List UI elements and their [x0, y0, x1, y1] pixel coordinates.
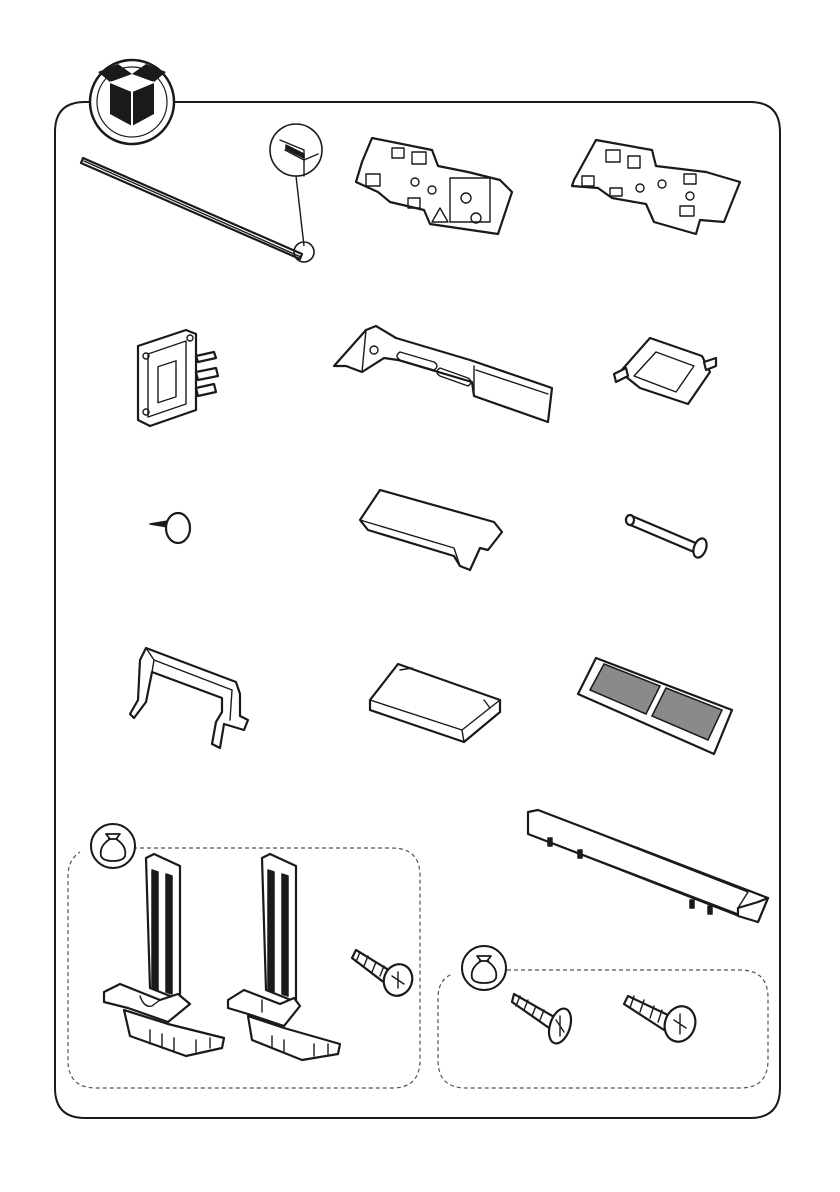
adjustable-support-set	[68, 824, 420, 1088]
mounting-bracket	[138, 330, 218, 426]
cover-rail	[528, 810, 768, 922]
flat-plate	[360, 490, 502, 570]
support-leg-right	[228, 854, 340, 1060]
screw-set	[438, 946, 768, 1088]
screw-countersunk	[512, 994, 575, 1046]
screw-pan-head	[624, 996, 700, 1046]
open-box-icon	[90, 60, 174, 144]
adhesive-pad-strip	[578, 658, 732, 754]
hinge-plate-right	[572, 140, 740, 234]
support-leg-left	[104, 854, 224, 1056]
hinge-plate-left	[356, 138, 512, 234]
rectangular-block	[370, 664, 500, 742]
long-slotted-bracket	[334, 326, 552, 422]
mounting-strip	[81, 124, 322, 262]
screw-small-left	[352, 950, 417, 1000]
bag-icon	[462, 946, 506, 990]
hinge-pin	[626, 515, 709, 559]
thumbtack-pin	[150, 513, 190, 543]
u-bracket	[130, 648, 248, 748]
clip-holder	[614, 338, 716, 404]
bag-icon	[91, 824, 135, 868]
